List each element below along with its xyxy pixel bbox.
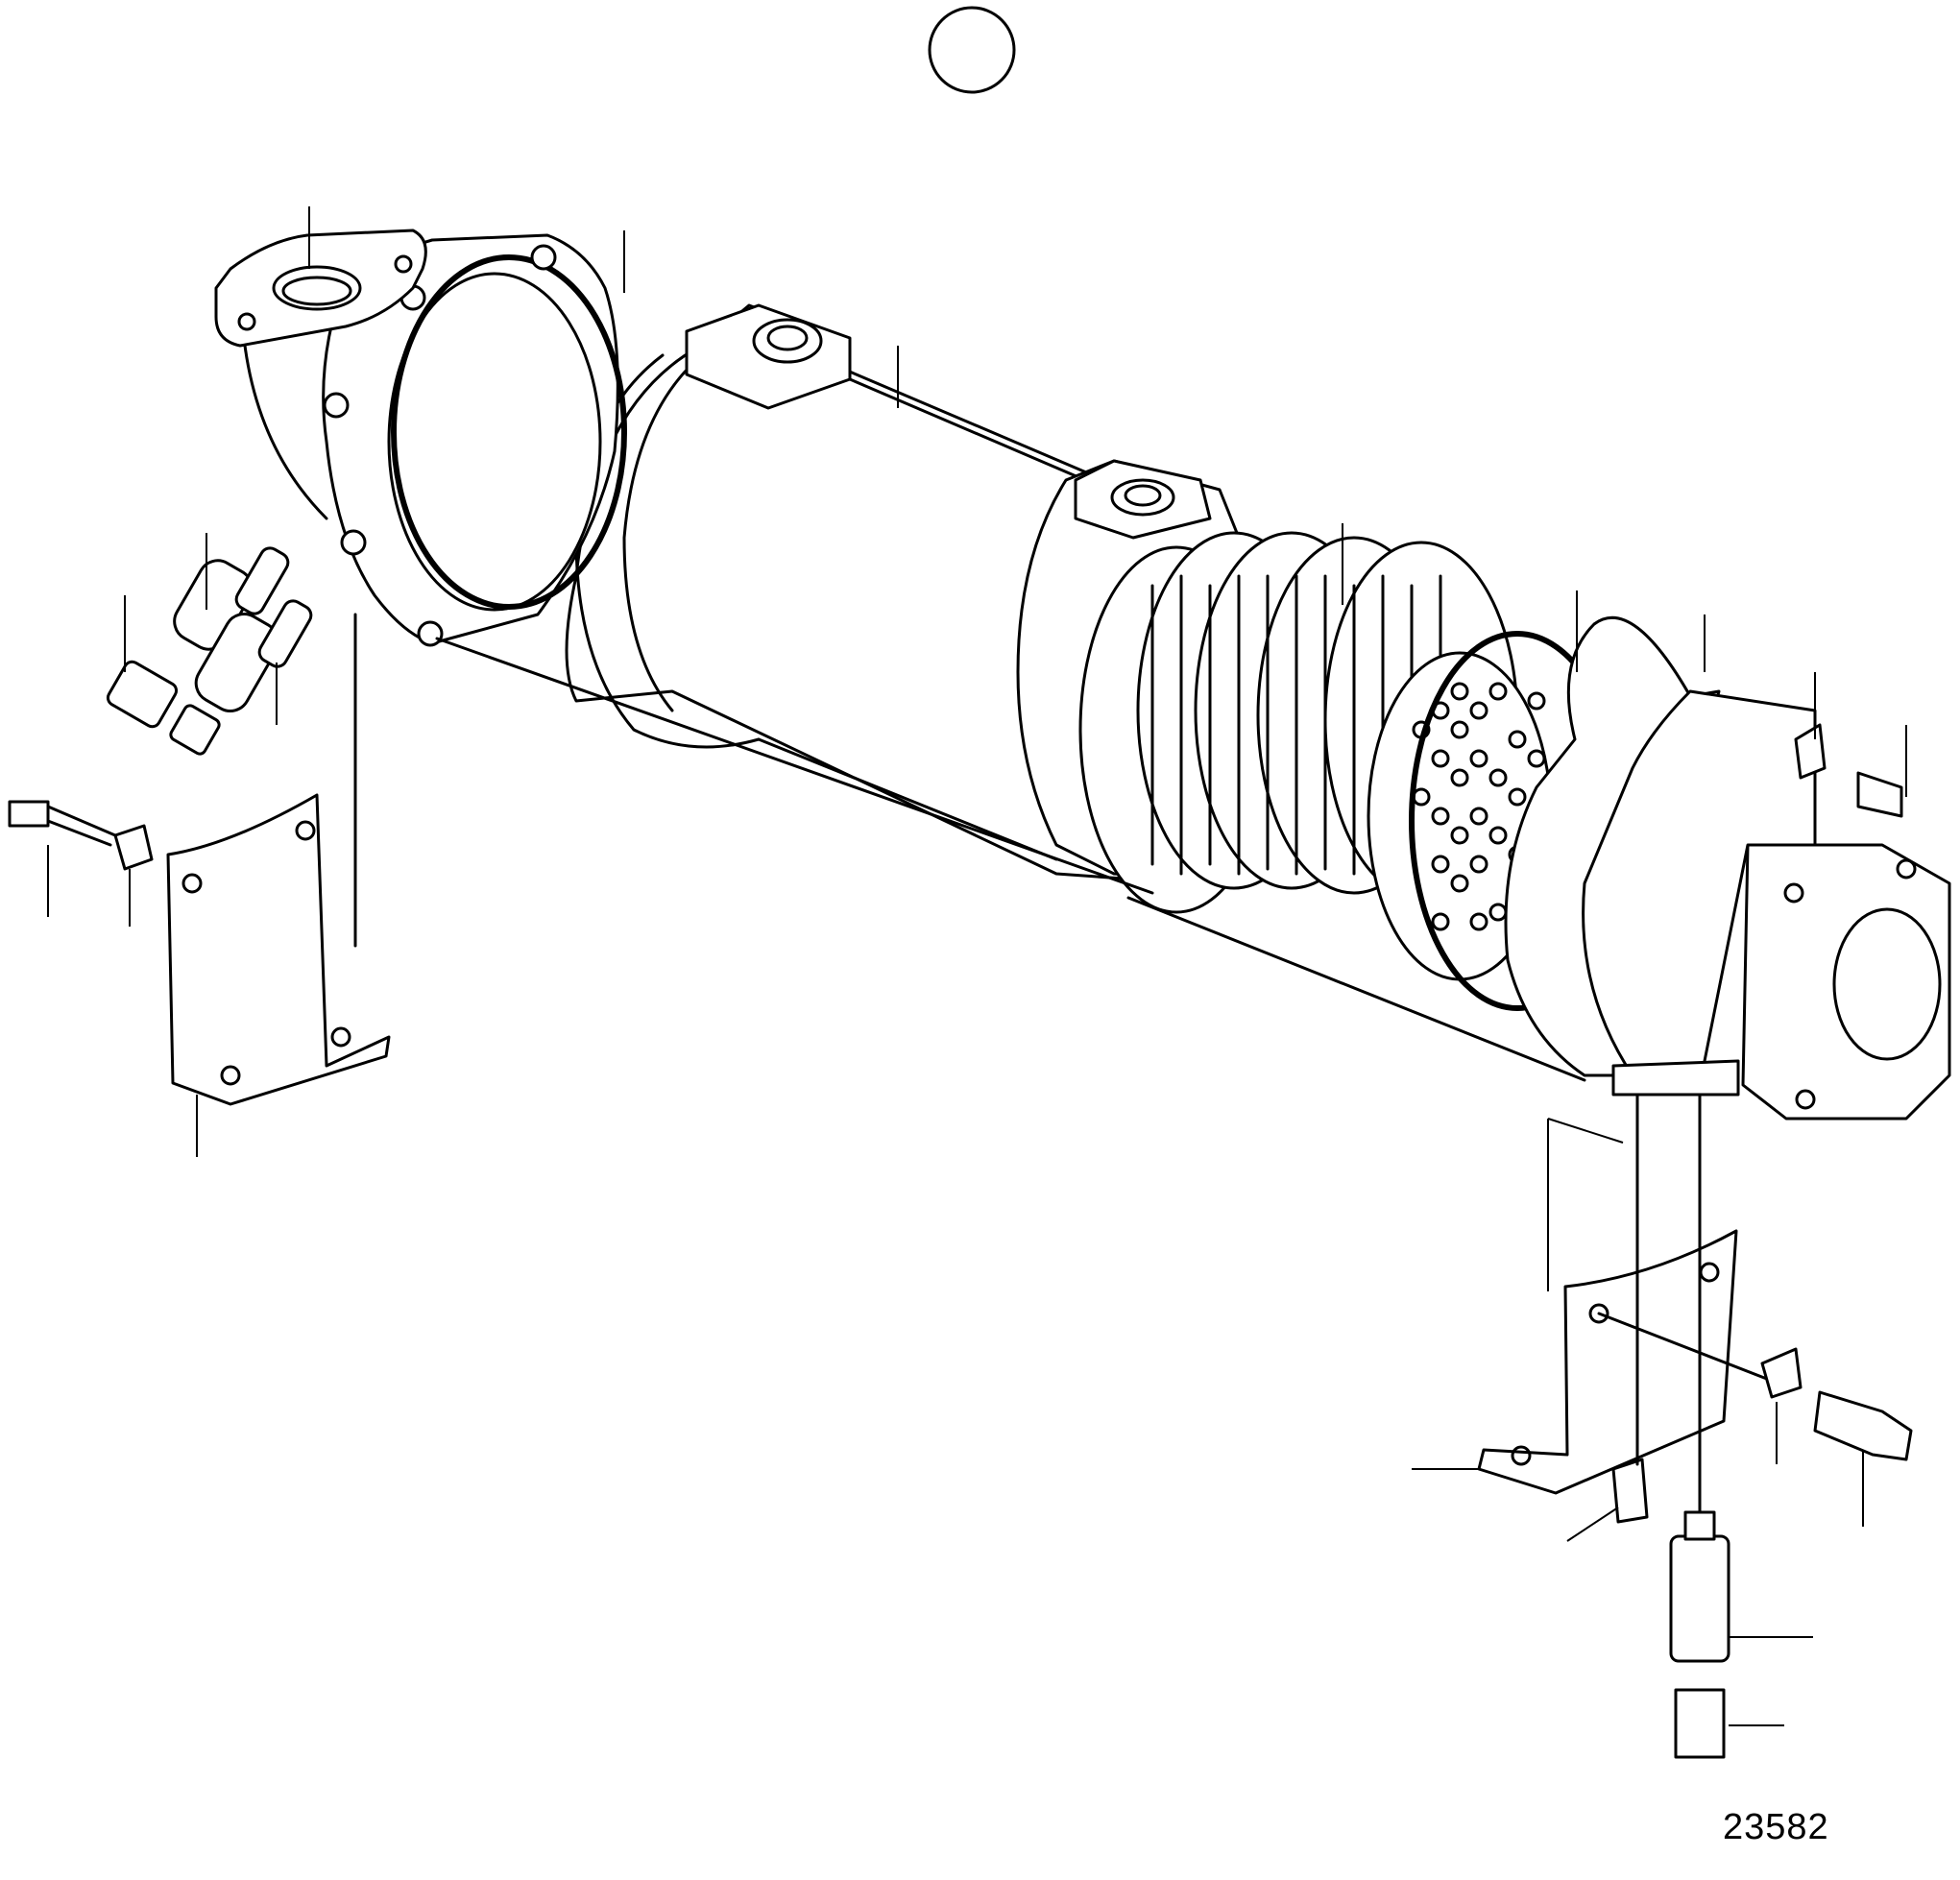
- tie-lines: [353, 613, 1586, 1082]
- left-end-cover: [214, 229, 627, 647]
- reference-circle: [928, 6, 1016, 94]
- right-bolts: [1760, 723, 1913, 1461]
- left-bolt: [8, 800, 154, 871]
- leader-lines: [47, 206, 1907, 1726]
- figure-number: 23582: [1723, 1807, 1829, 1847]
- left-fittings: [106, 546, 313, 756]
- right-end-cover: [1504, 615, 1951, 1121]
- tube-plate-holes: [1412, 682, 1546, 931]
- drain-fittings: [1611, 1093, 1730, 1759]
- left-bracket: [166, 793, 391, 1106]
- tube-bundle: [1016, 459, 1626, 1011]
- right-bracket: [1477, 1229, 1779, 1495]
